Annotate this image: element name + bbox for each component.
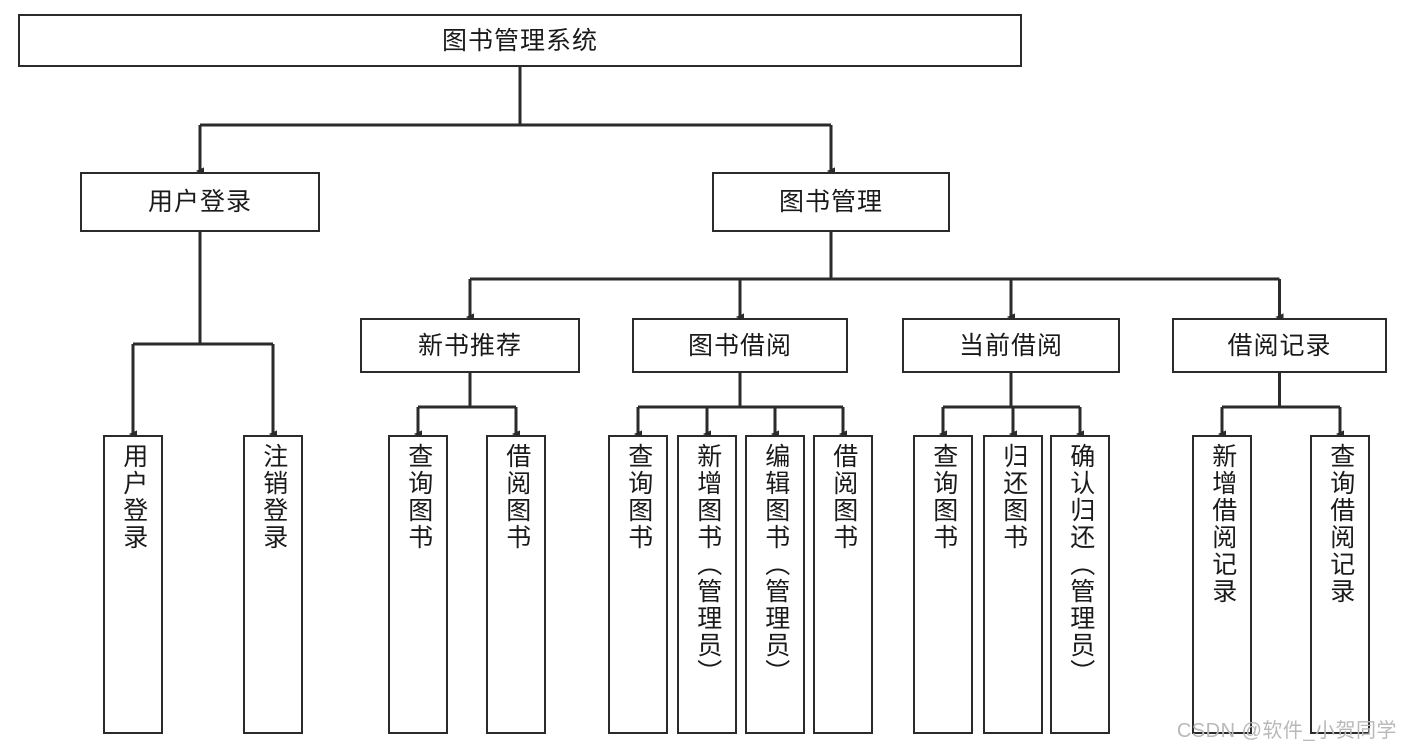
node-label: 新增图书（管理员） bbox=[693, 443, 722, 686]
node-new-book-recommend[interactable]: 新书推荐 bbox=[360, 318, 580, 373]
leaf-query-book-borrow[interactable]: 查询图书 bbox=[608, 435, 668, 734]
leaf-query-borrow-record[interactable]: 查询借阅记录 bbox=[1310, 435, 1370, 734]
leaf-query-book-recommend[interactable]: 查询图书 bbox=[388, 435, 448, 734]
node-label: 查询借阅记录 bbox=[1326, 443, 1355, 605]
node-label: 当前借阅 bbox=[958, 331, 1063, 360]
node-borrow-record[interactable]: 借阅记录 bbox=[1172, 318, 1387, 373]
node-label: 确认归还（管理员） bbox=[1066, 443, 1095, 686]
node-root[interactable]: 图书管理系统 bbox=[18, 14, 1022, 67]
leaf-confirm-return-admin[interactable]: 确认归还（管理员） bbox=[1050, 435, 1110, 734]
node-label: 查询图书 bbox=[624, 443, 653, 551]
leaf-return-book[interactable]: 归还图书 bbox=[983, 435, 1043, 734]
node-label: 借阅图书 bbox=[502, 443, 531, 551]
leaf-query-book-current[interactable]: 查询图书 bbox=[913, 435, 973, 734]
node-current-borrow[interactable]: 当前借阅 bbox=[902, 318, 1120, 373]
node-label: 借阅图书 bbox=[829, 443, 858, 551]
leaf-user-login[interactable]: 用户登录 bbox=[103, 435, 163, 734]
node-label: 新增借阅记录 bbox=[1208, 443, 1237, 605]
leaf-edit-book-admin[interactable]: 编辑图书（管理员） bbox=[745, 435, 805, 734]
leaf-logout[interactable]: 注销登录 bbox=[243, 435, 303, 734]
node-label: 图书借阅 bbox=[687, 331, 792, 360]
leaf-borrow-book[interactable]: 借阅图书 bbox=[813, 435, 873, 734]
leaf-add-borrow-record[interactable]: 新增借阅记录 bbox=[1192, 435, 1252, 734]
csdn-watermark: CSDN @软件_小贺同学 bbox=[1176, 720, 1397, 742]
leaf-borrow-book-recommend[interactable]: 借阅图书 bbox=[486, 435, 546, 734]
node-label: 用户登录 bbox=[147, 188, 252, 216]
node-user-login[interactable]: 用户登录 bbox=[80, 172, 320, 232]
node-label: 归还图书 bbox=[999, 443, 1028, 551]
leaf-add-book-admin[interactable]: 新增图书（管理员） bbox=[677, 435, 737, 734]
node-label: 编辑图书（管理员） bbox=[761, 443, 790, 686]
node-label: 图书管理 bbox=[778, 188, 883, 216]
node-label: 借阅记录 bbox=[1227, 331, 1332, 360]
node-label: 查询图书 bbox=[929, 443, 958, 551]
node-label: 用户登录 bbox=[119, 443, 148, 551]
node-label: 新书推荐 bbox=[417, 331, 522, 360]
node-book-borrow[interactable]: 图书借阅 bbox=[632, 318, 848, 373]
node-label: 注销登录 bbox=[259, 443, 288, 551]
node-label: 图书管理系统 bbox=[441, 26, 598, 55]
node-book-manage[interactable]: 图书管理 bbox=[712, 172, 950, 232]
node-label: 查询图书 bbox=[404, 443, 433, 551]
